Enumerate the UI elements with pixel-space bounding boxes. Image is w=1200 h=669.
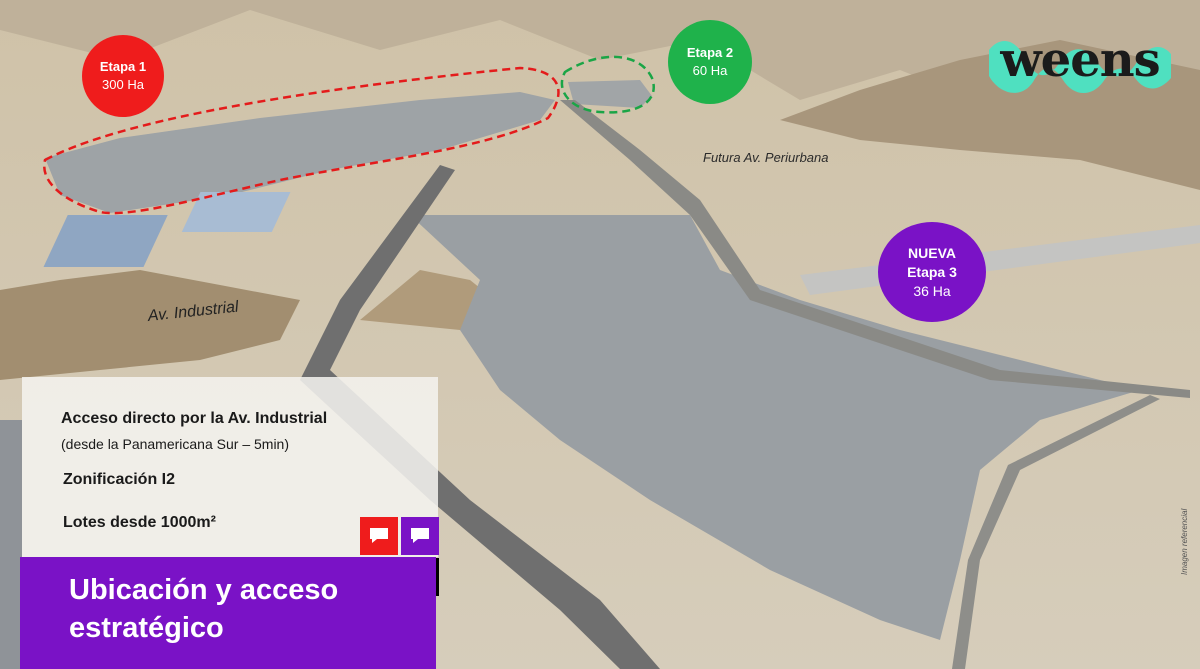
stage-3-name: Etapa 3	[907, 263, 957, 280]
lots-text: Lotes desde 1000m²	[63, 514, 216, 531]
stage-3-badge: NUEVA Etapa 3 36 Ha	[878, 222, 986, 322]
stage-1-badge: Etapa 1 300 Ha	[82, 35, 164, 117]
info-panel: Acceso directo por la Av. Industrial (de…	[22, 377, 438, 557]
image-disclaimer: Imagen referencial	[1180, 508, 1189, 575]
stage-3-tag: NUEVA	[908, 244, 956, 261]
weens-logo: weens	[985, 28, 1175, 98]
chat-bubble-icon	[370, 528, 388, 543]
page-title: Ubicación y acceso estratégico	[69, 574, 339, 644]
logo-text: weens	[1000, 32, 1160, 88]
zoning-text: Zonificación I2	[63, 471, 176, 488]
access-detail: (desde la Panamericana Sur – 5min)	[61, 436, 290, 452]
access-heading: Acceso directo por la Av. Industrial	[61, 410, 328, 427]
stage-2-name: Etapa 2	[686, 45, 734, 60]
title-banner: Ubicación y acceso estratégico	[20, 557, 436, 669]
chat-button-red[interactable]	[360, 517, 398, 555]
stage-2-badge: Etapa 2 60 Ha	[668, 20, 752, 104]
logo-swoosh-icon	[989, 40, 1171, 94]
stage-1-area: 300 Ha	[102, 77, 144, 92]
stage-2-area: 60 Ha	[692, 63, 728, 78]
stage-1-name: Etapa 1	[99, 59, 147, 74]
chat-button-purple[interactable]	[401, 517, 439, 555]
road-label-periurbana: Futura Av. Periurbana	[703, 150, 829, 165]
chat-bubble-icon	[411, 528, 429, 543]
stage-3-area: 36 Ha	[913, 282, 951, 299]
